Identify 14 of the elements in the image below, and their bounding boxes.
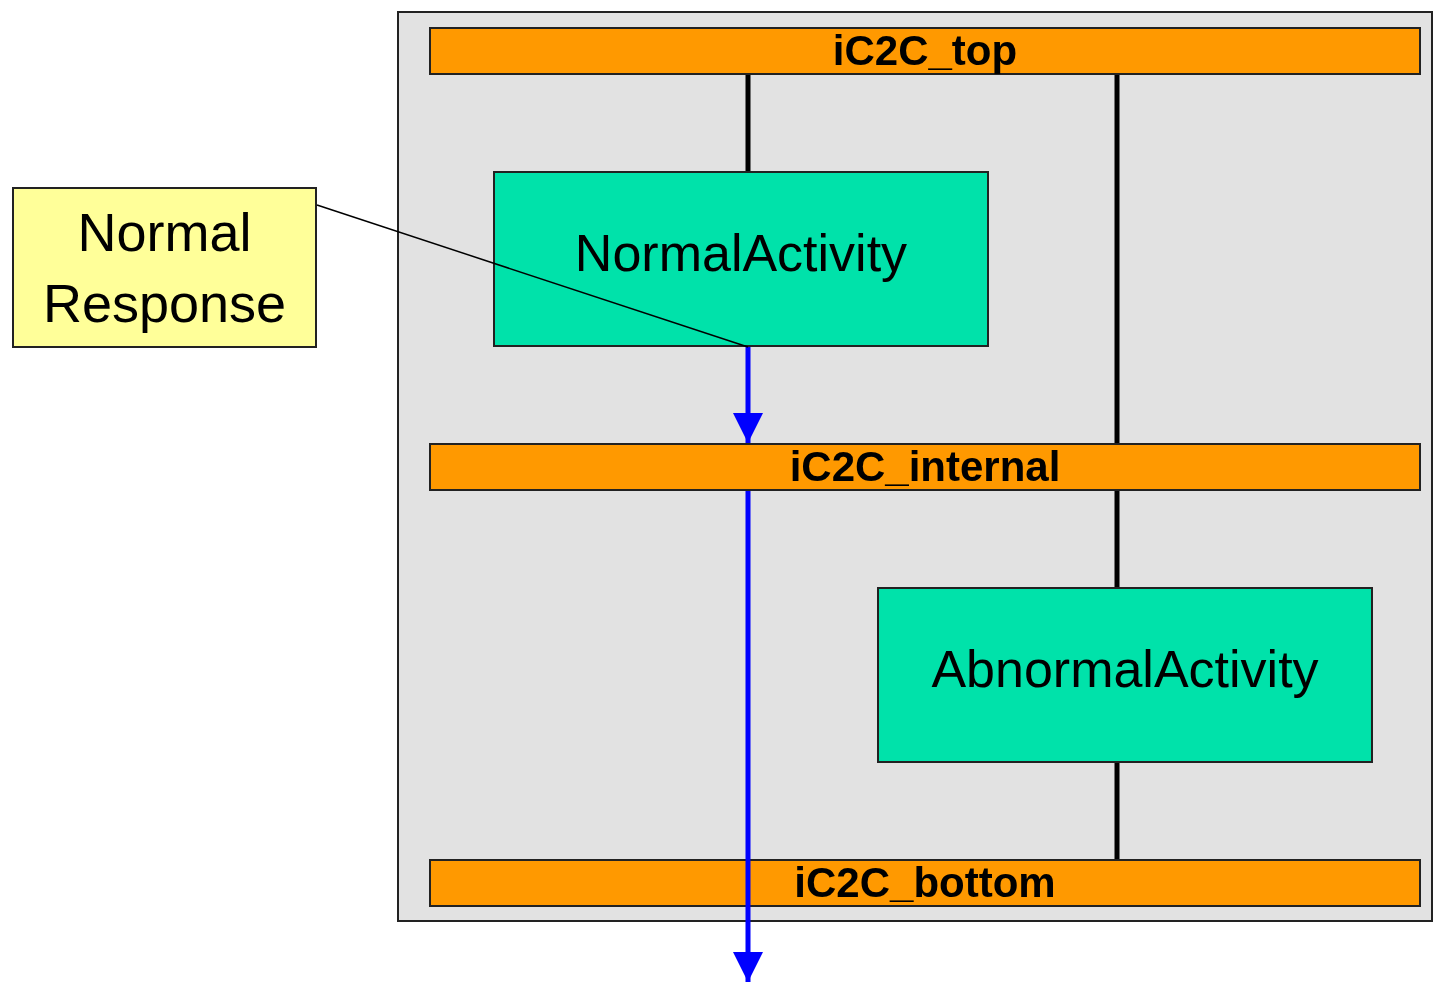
connector-line bbox=[1114, 491, 1120, 587]
container-box bbox=[397, 11, 1433, 922]
activity-box: AbnormalActivity bbox=[877, 587, 1373, 763]
connector-line bbox=[1114, 763, 1120, 859]
activity-box: NormalActivity bbox=[493, 171, 989, 347]
connector-line bbox=[1114, 75, 1120, 443]
bar-label: iC2C_internal bbox=[429, 443, 1421, 491]
arrow bbox=[733, 347, 763, 443]
leader-line bbox=[316, 204, 749, 348]
bar-label: iC2C_bottom bbox=[429, 859, 1421, 907]
arrow bbox=[733, 491, 763, 982]
note-box: Normal Response bbox=[12, 187, 317, 348]
connector-line bbox=[745, 75, 751, 171]
bar-label: iC2C_top bbox=[429, 27, 1421, 75]
